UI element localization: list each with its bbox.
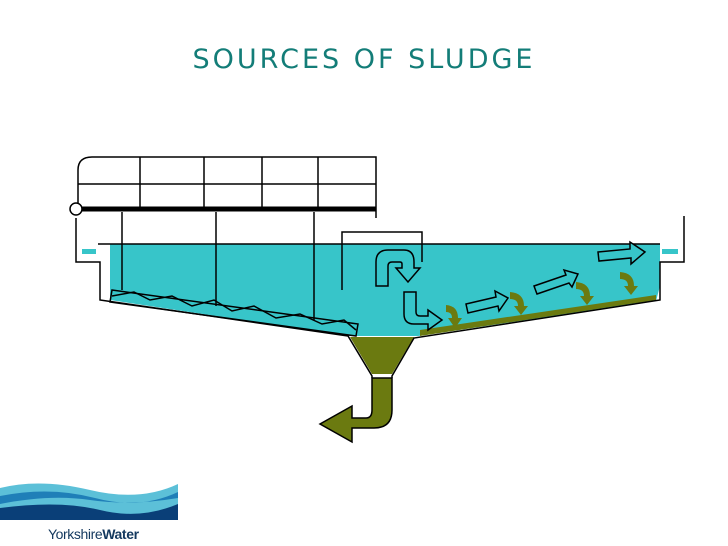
logo-text-yorkshire: Yorkshire <box>48 526 103 542</box>
settling-arrows <box>446 272 638 328</box>
sludge-outlet-arrow <box>318 377 393 444</box>
scraper-blade <box>109 289 359 337</box>
logo-wordmark: YorkshireWater <box>48 526 139 542</box>
arrow-down-curved-icon <box>446 305 462 328</box>
tank-outline <box>75 216 685 378</box>
arrow-uturn-icon <box>375 249 422 287</box>
logo-text-water: Water <box>102 526 139 542</box>
bridge-pivot <box>69 202 83 216</box>
water-level-marker-left <box>82 249 96 254</box>
arrow-down-curved-icon <box>620 272 638 295</box>
arrow-down-curved-icon <box>510 292 528 315</box>
arrow-down-curved-icon <box>576 282 594 305</box>
arrow-right-icon <box>465 289 510 314</box>
arrow-down-turn-icon <box>403 291 444 332</box>
scraper-bridge <box>77 156 377 218</box>
arrow-right-icon <box>533 268 580 295</box>
sludge-layer <box>420 295 656 336</box>
inlet-baffle <box>341 231 423 290</box>
water-level-marker-right <box>662 249 678 254</box>
slide-title: SOURCES OF SLUDGE <box>192 44 536 75</box>
yorkshire-water-logo <box>0 478 178 520</box>
scraper-arms <box>121 212 315 320</box>
arrow-right-icon <box>597 240 647 266</box>
sludge-hopper <box>350 337 414 374</box>
